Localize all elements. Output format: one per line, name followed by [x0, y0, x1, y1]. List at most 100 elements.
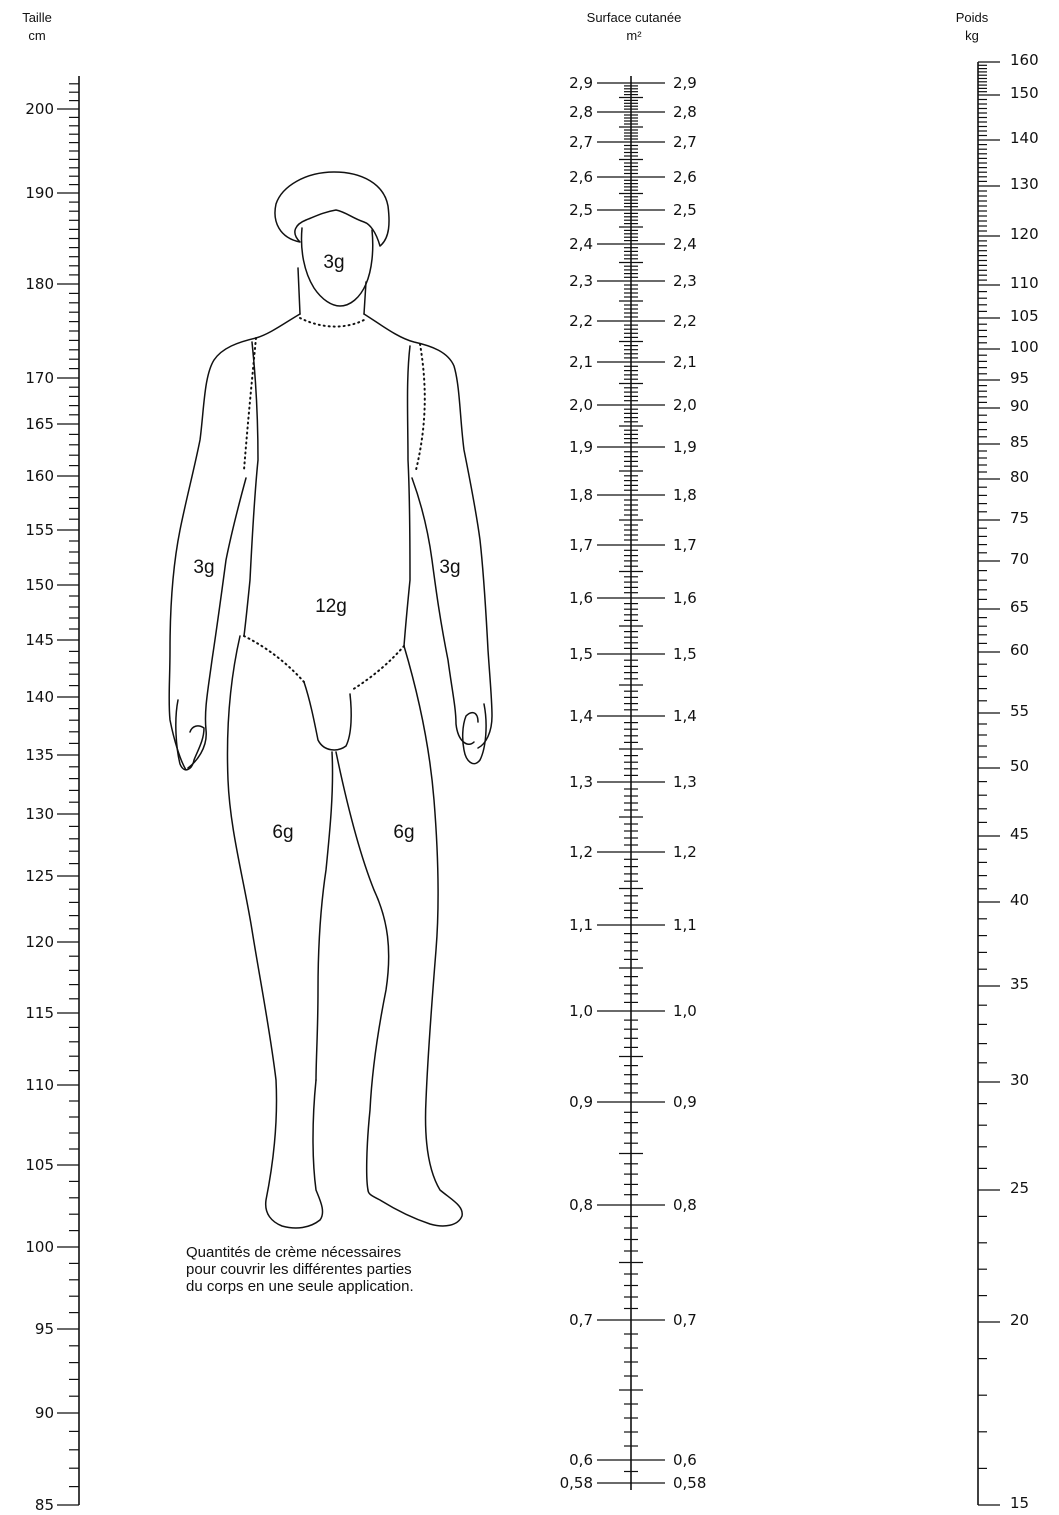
surface-tick-label-right: 0,9	[673, 1093, 697, 1111]
surface-tick-label-right: 0,7	[673, 1311, 697, 1329]
weight-tick-label: 140	[1010, 129, 1039, 147]
dose-head: 3g	[323, 252, 344, 273]
surface-tick-label-left: 1,8	[569, 486, 593, 504]
weight-tick-label: 30	[1010, 1071, 1029, 1089]
height-tick-label: 125	[25, 867, 54, 885]
surface-tick-label-right: 2,9	[673, 74, 697, 92]
surface-tick-label-right: 2,2	[673, 312, 697, 330]
weight-tick-label: 110	[1010, 274, 1039, 292]
surface-tick-label-left: 1,4	[569, 707, 593, 725]
surface-tick-label-left: 2,8	[569, 103, 593, 121]
cream-quantity-caption: Quantités de crème nécessaires pour couv…	[186, 1244, 516, 1295]
weight-tick-label: 90	[1010, 397, 1029, 415]
figure-hand-left	[463, 704, 486, 764]
height-tick-label: 190	[25, 184, 54, 202]
surface-tick-label-left: 2,2	[569, 312, 593, 330]
surface-tick-label-left: 2,9	[569, 74, 593, 92]
height-tick-label: 90	[35, 1404, 54, 1422]
caption-line-2: pour couvrir les différentes parties	[186, 1261, 516, 1278]
weight-scale-unit: kg	[965, 28, 979, 43]
figure-torso-right	[244, 342, 258, 636]
surface-tick-label-right: 1,9	[673, 438, 697, 456]
figure-arm-left-inner	[412, 478, 474, 744]
weight-tick-label: 95	[1010, 369, 1029, 387]
surface-tick-label-left: 0,6	[569, 1451, 593, 1469]
weight-tick-label: 130	[1010, 175, 1039, 193]
surface-tick-label-left: 2,5	[569, 201, 593, 219]
human-figure: 3g 12g 3g 3g 6g 6g	[169, 172, 492, 1228]
dose-trunk: 12g	[315, 596, 347, 617]
weight-tick-label: 20	[1010, 1311, 1029, 1329]
surface-tick-label-right: 0,6	[673, 1451, 697, 1469]
figure-leg-left-outer	[368, 646, 462, 1226]
weight-tick-label: 60	[1010, 641, 1029, 659]
surface-tick-label-left: 2,7	[569, 133, 593, 151]
surface-tick-label-left: 1,0	[569, 1002, 593, 1020]
height-tick-label: 115	[25, 1004, 54, 1022]
surface-tick-label-right: 1,1	[673, 916, 697, 934]
weight-tick-label: 25	[1010, 1179, 1029, 1197]
height-tick-label: 100	[25, 1238, 54, 1256]
surface-tick-label-right: 0,58	[673, 1474, 706, 1492]
surface-tick-label-right: 2,1	[673, 353, 697, 371]
height-tick-label: 110	[25, 1076, 54, 1094]
surface-tick-label-left: 2,0	[569, 396, 593, 414]
figure-leg-left-inner	[336, 752, 389, 1190]
figure-leg-right-outer	[228, 636, 323, 1228]
weight-tick-label: 80	[1010, 468, 1029, 486]
height-tick-label: 145	[25, 631, 54, 649]
surface-tick-label-left: 0,58	[560, 1474, 593, 1492]
surface-tick-label-left: 2,1	[569, 353, 593, 371]
surface-tick-label-right: 1,0	[673, 1002, 697, 1020]
weight-tick-label: 70	[1010, 550, 1029, 568]
figure-hip-boundary-right	[244, 636, 304, 682]
height-tick-label: 120	[25, 933, 54, 951]
height-tick-label: 130	[25, 805, 54, 823]
height-tick-label: 160	[25, 467, 54, 485]
surface-tick-label-right: 2,3	[673, 272, 697, 290]
height-tick-label: 200	[25, 100, 54, 118]
weight-tick-label: 150	[1010, 84, 1039, 102]
surface-tick-label-right: 0,8	[673, 1196, 697, 1214]
surface-tick-label-right: 1,5	[673, 645, 697, 663]
surface-tick-label-right: 2,6	[673, 168, 697, 186]
figure-hip-boundary-left	[352, 646, 404, 690]
height-tick-label: 150	[25, 576, 54, 594]
height-tick-label: 95	[35, 1320, 54, 1338]
figure-shoulder-right	[169, 314, 300, 770]
figure-groin	[304, 682, 351, 750]
figure-leg-right-inner	[316, 752, 333, 1080]
height-tick-label: 105	[25, 1156, 54, 1174]
height-tick-label: 170	[25, 369, 54, 387]
weight-tick-label: 55	[1010, 702, 1029, 720]
figure-shoulder-boundary-right	[244, 338, 256, 470]
surface-tick-label-left: 2,3	[569, 272, 593, 290]
weight-tick-label: 65	[1010, 598, 1029, 616]
dose-right-leg: 6g	[272, 822, 293, 843]
caption-line-3: du corps en une seule application.	[186, 1278, 516, 1295]
surface-tick-label-left: 0,7	[569, 1311, 593, 1329]
surface-tick-label-right: 1,7	[673, 536, 697, 554]
weight-tick-label: 15	[1010, 1494, 1029, 1512]
height-scale-unit: cm	[28, 28, 45, 43]
dose-right-arm: 3g	[193, 557, 214, 578]
weight-tick-label: 120	[1010, 225, 1039, 243]
weight-tick-label: 85	[1010, 433, 1029, 451]
height-tick-label: 140	[25, 688, 54, 706]
weight-tick-label: 75	[1010, 509, 1029, 527]
height-scale-title: Taille	[22, 10, 52, 25]
surface-tick-label-left: 1,7	[569, 536, 593, 554]
surface-tick-label-left: 1,9	[569, 438, 593, 456]
weight-scale-title: Poids	[956, 10, 989, 25]
caption-line-1: Quantités de crème nécessaires	[186, 1244, 516, 1261]
height-tick-label: 180	[25, 275, 54, 293]
figure-torso-left	[404, 346, 410, 646]
surface-tick-label-right: 2,8	[673, 103, 697, 121]
weight-scale: 1601501401301201101051009590858075706560…	[978, 51, 1039, 1512]
surface-tick-label-right: 2,4	[673, 235, 697, 253]
surface-tick-label-left: 1,5	[569, 645, 593, 663]
figure-shoulder-left	[364, 314, 492, 748]
surface-scale-unit: m²	[626, 28, 642, 43]
surface-tick-label-right: 2,0	[673, 396, 697, 414]
